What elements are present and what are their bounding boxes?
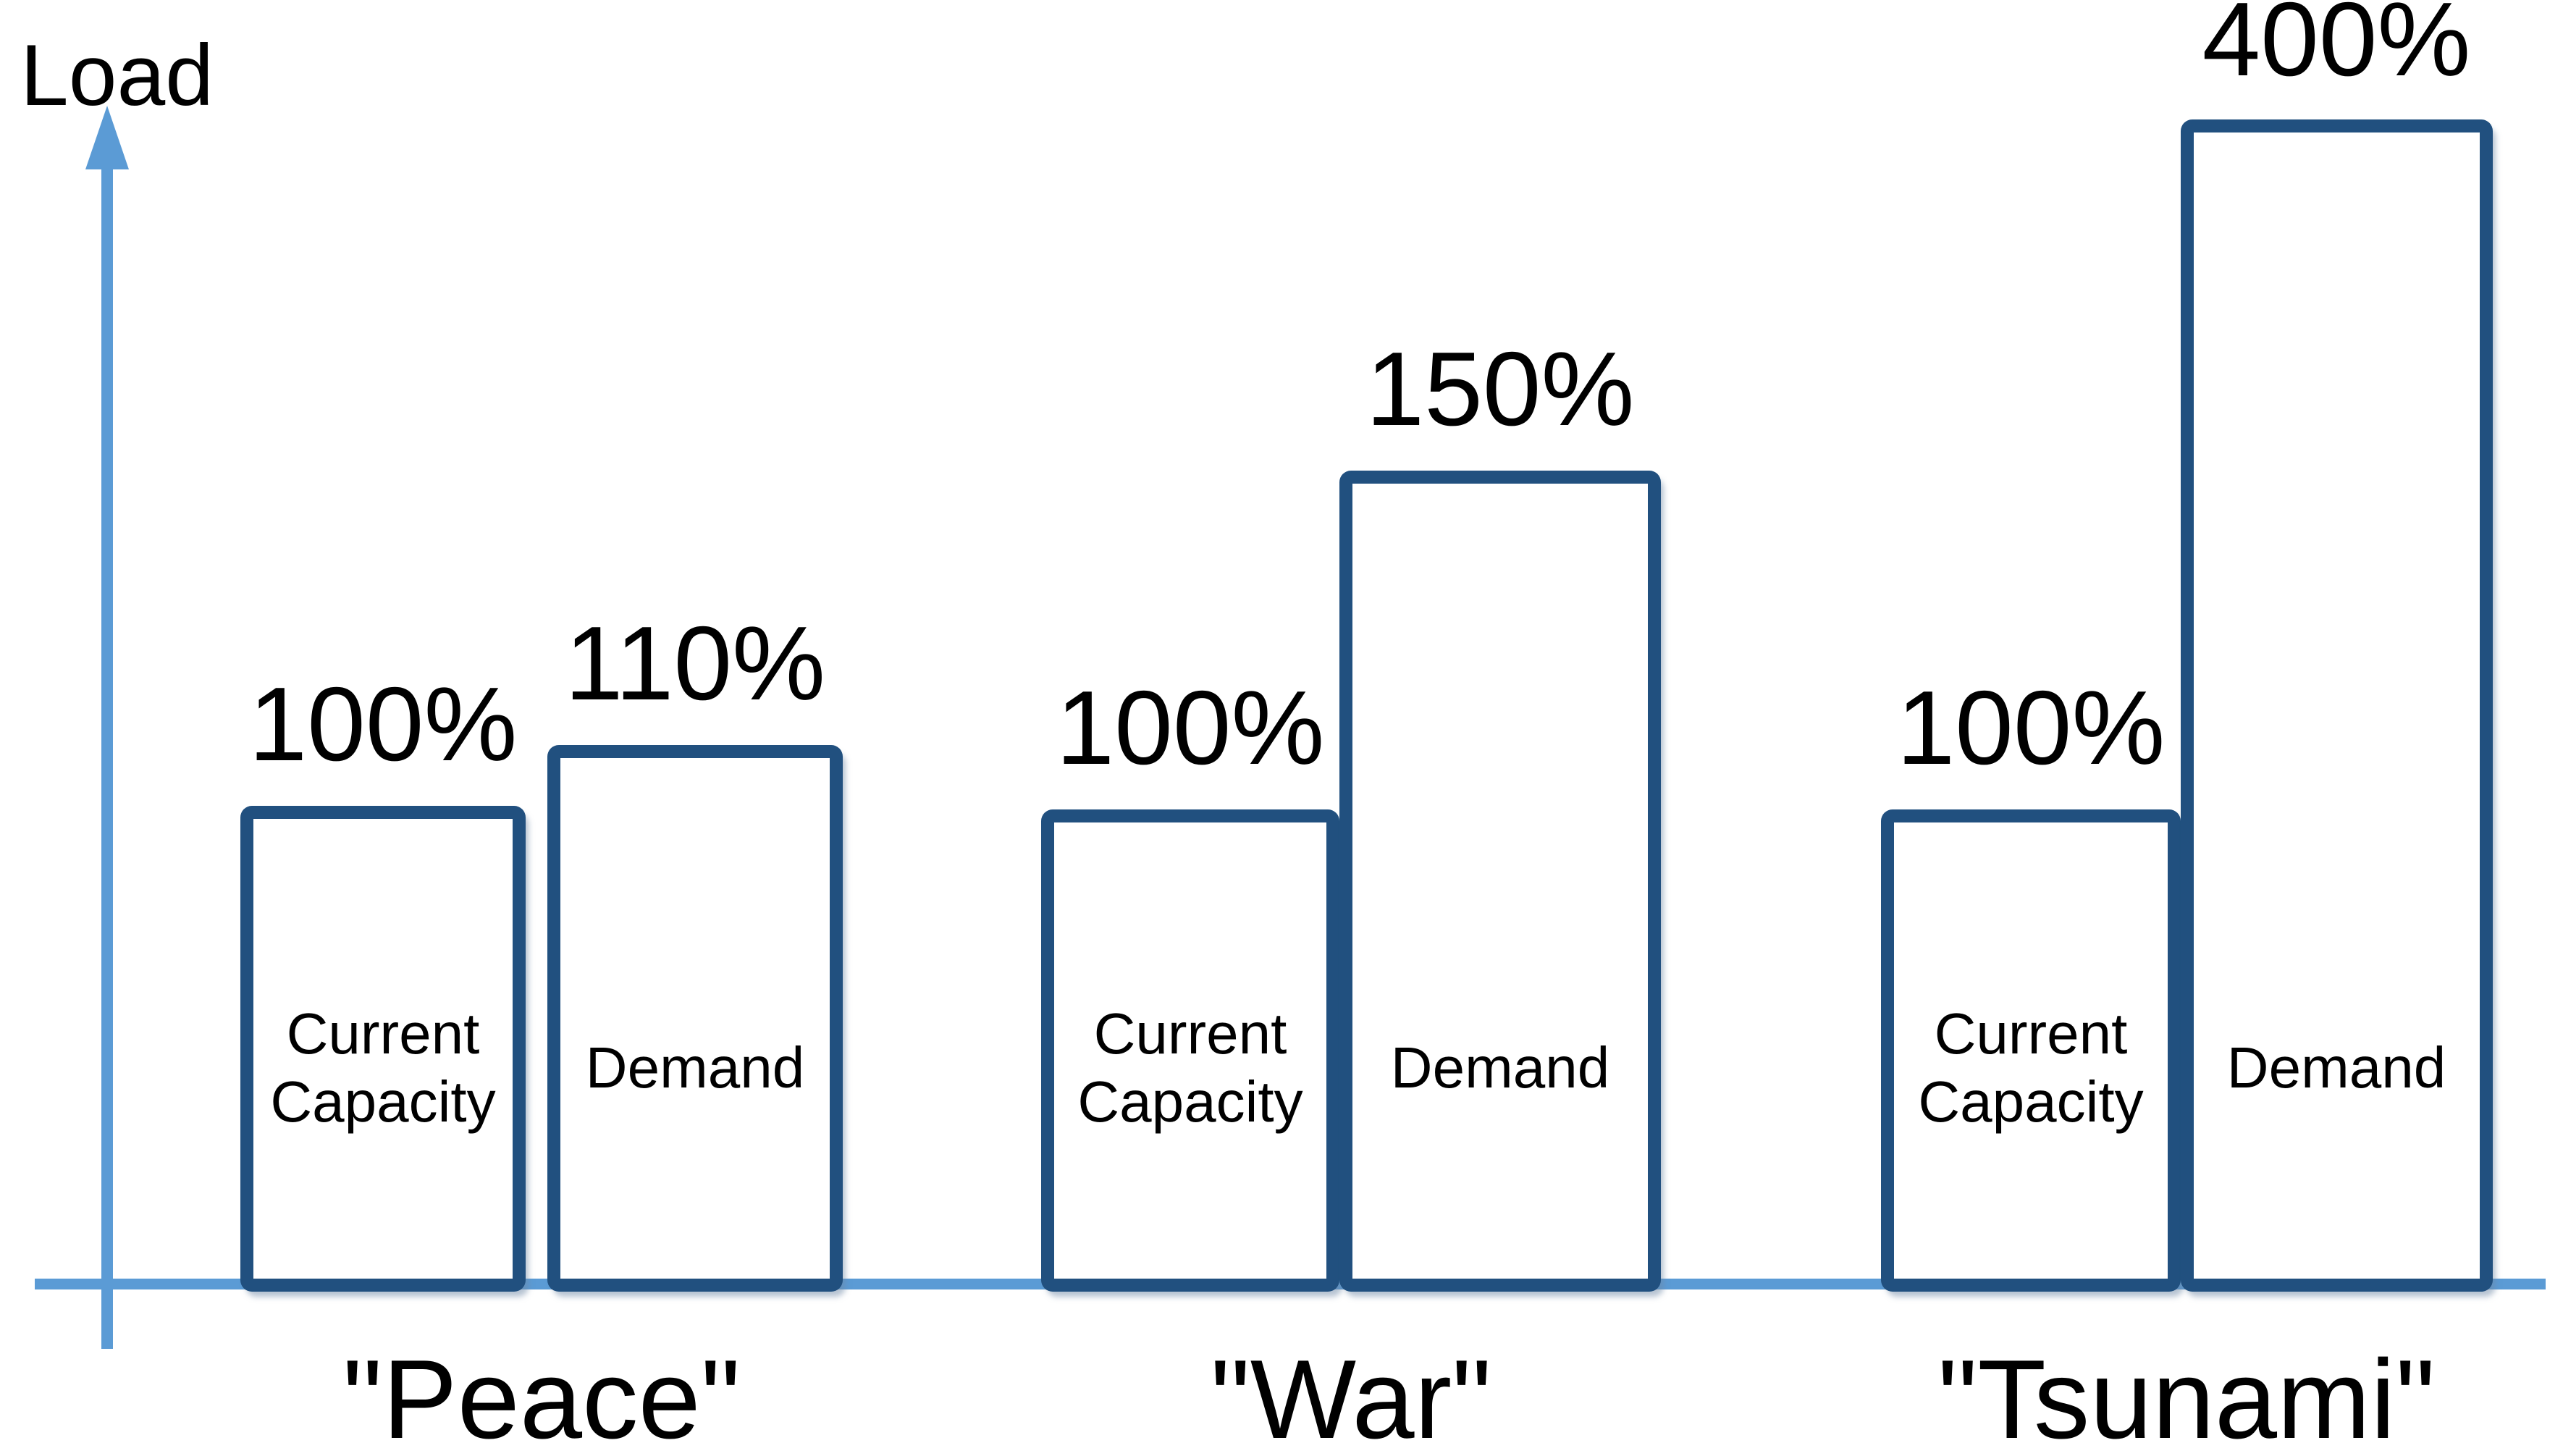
y-axis-arrowhead-icon [85,106,129,169]
value-label-peace-current-capacity: 100% [248,665,518,783]
category-label-tsunami: "Tsunami" [1937,1337,2436,1456]
value-label-tsunami-demand: 400% [2202,0,2471,98]
bar-tsunami-demand [2181,119,2493,1292]
series-label-peace-current-capacity: Current Capacity [270,1001,496,1134]
value-label-tsunami-current-capacity: 100% [1896,669,2166,786]
series-label-war-demand: Demand [1390,1035,1610,1100]
value-label-war-demand: 150% [1365,330,1635,447]
value-label-peace-demand: 110% [564,605,826,722]
category-label-war: "War" [1210,1337,1492,1456]
y-axis-line [101,161,113,1349]
bar-peace-demand [547,745,843,1292]
series-label-peace-demand: Demand [585,1035,805,1100]
series-label-tsunami-demand: Demand [2226,1035,2446,1100]
bar-peace-current-capacity [240,806,526,1292]
y-axis-title: Load [20,27,214,124]
series-label-war-current-capacity: Current Capacity [1077,1001,1303,1134]
bar-war-demand [1339,471,1661,1292]
bar-tsunami-current-capacity [1881,809,2181,1292]
value-label-war-current-capacity: 100% [1056,669,1325,786]
category-label-peace: "Peace" [342,1337,741,1456]
bar-war-current-capacity [1041,809,1339,1292]
series-label-tsunami-current-capacity: Current Capacity [1918,1001,2144,1134]
